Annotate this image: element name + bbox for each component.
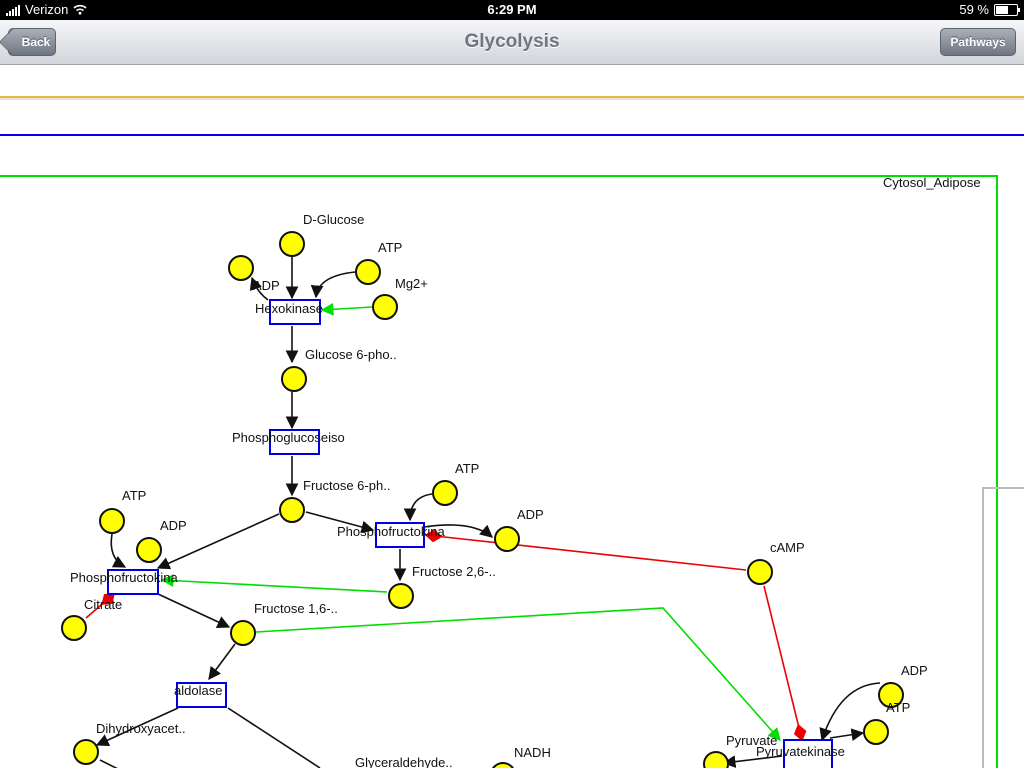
label-atp-1: ATP	[378, 240, 402, 255]
node-fructose-26[interactable]	[388, 583, 414, 609]
clock: 6:29 PM	[487, 2, 537, 17]
label-aldolase: aldolase	[174, 683, 222, 698]
node-nadh[interactable]	[490, 762, 516, 773]
label-atp-4: ATP	[886, 700, 910, 715]
node-atp-3[interactable]	[99, 508, 125, 534]
node-adp-3[interactable]	[136, 537, 162, 563]
enzyme-phosphoglucoseiso-box[interactable]	[269, 429, 320, 455]
label-phosphoglucoseiso: Phosphoglucoseiso	[232, 430, 345, 445]
node-adp-2[interactable]	[494, 526, 520, 552]
label-adp-1: ADP	[253, 278, 280, 293]
node-atp-1[interactable]	[355, 259, 381, 285]
enzyme-phosphofructokina-1-box[interactable]	[107, 569, 159, 595]
page-title: Glycolysis	[464, 31, 560, 52]
navigation-bar: Back Glycolysis Pathways	[0, 20, 1024, 65]
label-d-glucose: D-Glucose	[303, 212, 364, 227]
label-hexokinase: Hexokinase	[255, 301, 323, 316]
label-mg2: Mg2+	[395, 276, 428, 291]
label-glyceraldehyde: Glyceraldehyde..	[355, 755, 453, 768]
enzyme-boxes	[107, 299, 833, 771]
pathways-button[interactable]: Pathways	[940, 28, 1016, 56]
enzyme-hexokinase-box[interactable]	[269, 299, 321, 325]
node-pyruvate[interactable]	[703, 751, 729, 773]
label-fructose-26: Fructose 2,6-..	[412, 564, 496, 579]
compartment-border	[0, 175, 998, 773]
back-button-label: Back	[21, 35, 51, 49]
node-dihydroxyacet[interactable]	[73, 739, 99, 765]
enzyme-phosphofructokina-2-box[interactable]	[375, 522, 425, 548]
label-camp: cAMP	[770, 540, 805, 555]
pathway-labels: D-Glucose ATP ADP Mg2+ Hexokinase Glucos…	[70, 212, 928, 770]
node-fructose-6p[interactable]	[279, 497, 305, 523]
node-camp[interactable]	[747, 559, 773, 585]
back-button[interactable]: Back	[8, 28, 56, 56]
label-glucose-6p: Glucose 6-pho..	[305, 347, 397, 362]
label-fructose-16: Fructose 1,6-..	[254, 601, 338, 616]
signal-icon	[6, 4, 20, 16]
node-d-glucose[interactable]	[279, 231, 305, 257]
label-adp-3: ADP	[160, 518, 187, 533]
label-adp-4: ADP	[901, 663, 928, 678]
battery-icon	[994, 3, 1020, 16]
node-adp-4[interactable]	[878, 682, 904, 708]
pathway-canvas[interactable]: Cytosol_Adipose	[0, 65, 1024, 773]
label-nadh: NADH	[514, 745, 551, 760]
node-glucose-6p[interactable]	[281, 366, 307, 392]
node-citrate[interactable]	[61, 615, 87, 641]
reaction-edges	[95, 257, 881, 773]
activator-edges	[160, 302, 781, 741]
label-phosphofructokina-1: Phosphofructokina	[70, 570, 178, 585]
label-adp-2: ADP	[517, 507, 544, 522]
label-pyruvate: Pyruvate	[726, 733, 777, 748]
metabolite-nodes	[61, 231, 904, 773]
compartment-label: Cytosol_Adipose	[883, 175, 981, 190]
label-dihydroxyacet: Dihydroxyacet..	[96, 721, 186, 736]
gray-compartment-border	[982, 487, 1024, 773]
node-atp-4[interactable]	[863, 719, 889, 745]
node-fructose-16[interactable]	[230, 620, 256, 646]
node-adp-1[interactable]	[228, 255, 254, 281]
label-atp-3: ATP	[122, 488, 146, 503]
node-atp-2[interactable]	[432, 480, 458, 506]
carrier-label: Verizon	[25, 2, 69, 17]
battery-percent: 59 %	[959, 2, 989, 17]
node-mg2[interactable]	[372, 294, 398, 320]
label-atp-2: ATP	[455, 461, 479, 476]
wifi-icon	[73, 4, 87, 15]
inhibitor-edges	[85, 529, 807, 742]
label-pyruvatekinase: Pyruvatekinase	[756, 744, 845, 759]
label-fructose-6p: Fructose 6-ph..	[303, 478, 390, 493]
enzyme-aldolase-box[interactable]	[176, 682, 227, 708]
label-citrate: Citrate	[84, 597, 122, 612]
status-bar: Verizon 6:29 PM 59 %	[0, 0, 1024, 20]
label-phosphofructokina-2: Phosphofructokina	[337, 524, 445, 539]
